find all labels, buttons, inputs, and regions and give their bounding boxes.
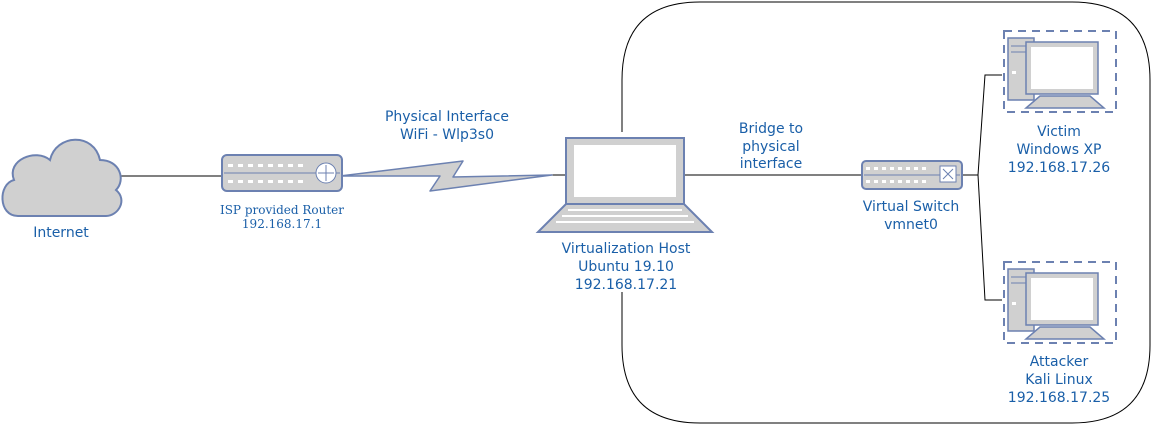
bridge-label-2: physical bbox=[742, 139, 799, 155]
router-label-ip: 192.168.17.1 bbox=[242, 217, 322, 231]
wifi-label-interface: WiFi - Wlp3s0 bbox=[400, 127, 494, 143]
switch-label-id: vmnet0 bbox=[884, 217, 938, 233]
switch-icon bbox=[861, 160, 963, 190]
virtualization-boundary bbox=[621, 1, 1151, 424]
wireless-link-icon bbox=[339, 160, 553, 192]
host-label-ip: 192.168.17.21 bbox=[575, 277, 677, 293]
attacker-pc-icon bbox=[1003, 261, 1117, 344]
link-switch-attacker bbox=[962, 174, 1002, 301]
attacker-label-role: Attacker bbox=[1030, 354, 1089, 370]
host-label-name: Virtualization Host bbox=[562, 241, 691, 257]
victim-label-role: Victim bbox=[1037, 124, 1081, 140]
switch-label-name: Virtual Switch bbox=[863, 199, 959, 215]
bridge-label-1: Bridge to bbox=[739, 121, 803, 137]
host-label-os: Ubuntu 19.10 bbox=[578, 259, 674, 275]
victim-pc-icon bbox=[1003, 30, 1117, 113]
victim-label-os: Windows XP bbox=[1017, 142, 1102, 158]
attacker-label-ip: 192.168.17.25 bbox=[1008, 390, 1110, 406]
laptop-icon bbox=[535, 137, 715, 233]
router-icon bbox=[221, 154, 343, 192]
wifi-label-title: Physical Interface bbox=[385, 109, 509, 125]
attacker-label-os: Kali Linux bbox=[1025, 372, 1092, 388]
victim-label-ip: 192.168.17.26 bbox=[1008, 160, 1111, 176]
link-switch-victim bbox=[962, 74, 1002, 176]
bridge-label-3: interface bbox=[740, 156, 802, 172]
internet-label: Internet bbox=[33, 225, 89, 241]
cloud-icon bbox=[1, 138, 123, 217]
router-label-name: ISP provided Router bbox=[220, 203, 344, 217]
